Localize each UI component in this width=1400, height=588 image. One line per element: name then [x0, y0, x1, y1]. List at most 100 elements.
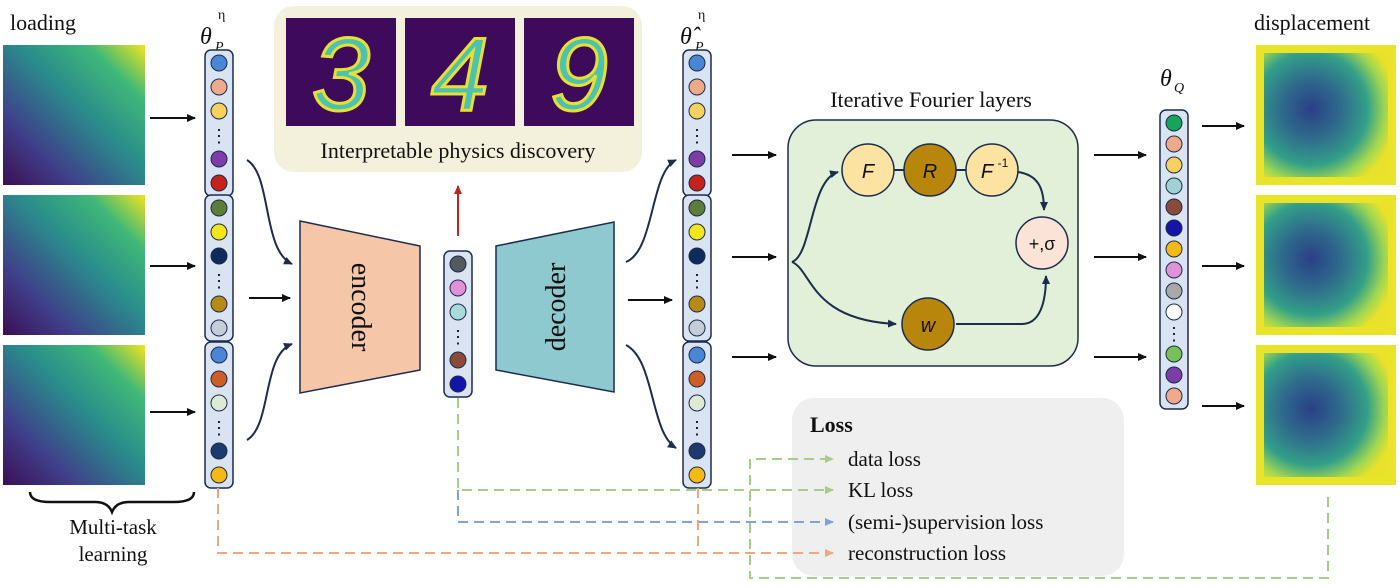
vector-ellipsis: ⋮ [688, 271, 706, 291]
encoder-block [299, 220, 421, 394]
vector-element [688, 78, 706, 96]
multi-task-label-line2: learning [79, 542, 148, 566]
vector-ellipsis: ⋮ [210, 271, 228, 291]
interpretable-physics-label: Interpretable physics discovery [321, 138, 596, 163]
vector-element [210, 174, 228, 192]
theta-p-hat-vector-2: ⋮ [682, 194, 712, 342]
vector-element [210, 346, 228, 364]
dashed-data-loss [749, 455, 1329, 579]
loading-field-2 [3, 195, 145, 335]
vector-element [210, 442, 228, 460]
vector-element [688, 466, 706, 484]
fourier-node-W: w [901, 297, 955, 351]
arrow-w-sum [956, 275, 1050, 325]
vector-ellipsis: ⋮ [688, 126, 706, 146]
vector-container [204, 194, 234, 342]
vector-element [688, 295, 706, 313]
vector-element [210, 102, 228, 120]
vector-container [443, 250, 473, 398]
decoder-label: decoder [541, 262, 572, 351]
svg-text:+,σ: +,σ [1029, 234, 1056, 254]
vector-container [682, 49, 712, 197]
displacement-field-3 [1256, 345, 1396, 485]
fourier-node-F: F [841, 143, 895, 197]
displacement-title: displacement [1254, 10, 1370, 35]
vector-element [688, 174, 706, 192]
displacement-field-2 [1256, 195, 1396, 335]
svg-text:η: η [218, 8, 225, 23]
loss-item-data: data loss [848, 447, 921, 471]
loss-title: Loss [810, 412, 853, 437]
loading-field-3 [3, 345, 145, 485]
vector-element [210, 295, 228, 313]
vector-element [688, 370, 706, 388]
theta-p-vector-2: ⋮ [204, 194, 234, 342]
vector-element [688, 442, 706, 460]
arrow-decoder-phat3 [625, 344, 677, 449]
digit-image-4: 4 [405, 16, 515, 135]
theta-q-vector: ⋮ [1159, 109, 1189, 410]
theta-p-label: θ P η [200, 8, 225, 55]
dashed-supervision-loss [457, 490, 834, 526]
dashed-reconstruction-loss-p [217, 488, 834, 557]
multi-task-label-line1: Multi-task [69, 515, 157, 539]
vector-element [449, 303, 467, 321]
vector-element [1165, 303, 1183, 321]
vector-container [682, 341, 712, 489]
vector-element [210, 370, 228, 388]
vector-element [1165, 219, 1183, 237]
vector-element [688, 247, 706, 265]
arrow-finv-sum [1017, 171, 1048, 211]
loading-field-1 [3, 45, 145, 185]
fourier-node-R: R [903, 143, 957, 197]
vector-ellipsis: ⋮ [210, 126, 228, 146]
vector-container [1159, 109, 1189, 410]
vector-element [1165, 135, 1183, 153]
vector-element [688, 150, 706, 168]
vector-element [688, 199, 706, 217]
svg-text:P: P [214, 40, 224, 55]
vector-element [210, 54, 228, 72]
svg-text:P: P [694, 40, 704, 55]
loss-item-reconstruction: reconstruction loss [848, 541, 1006, 565]
vector-ellipsis: ⋮ [449, 327, 467, 347]
dashed-kl-loss [457, 398, 834, 494]
theta-p-vector-3: ⋮ [204, 341, 234, 489]
svg-text:3: 3 [312, 17, 370, 133]
vector-element [688, 346, 706, 364]
vector-container [204, 49, 234, 197]
svg-text:η: η [698, 8, 705, 23]
vector-element [449, 279, 467, 297]
vector-element [1165, 345, 1183, 363]
vector-element [210, 466, 228, 484]
vector-element [688, 102, 706, 120]
vector-element [449, 255, 467, 273]
svg-text:R: R [923, 161, 937, 183]
loss-item-kl: KL loss [848, 478, 913, 502]
vector-element [1165, 366, 1183, 384]
fourier-split-lower [791, 261, 897, 328]
vector-element [1165, 156, 1183, 174]
theta-q-label: θ Q [1160, 66, 1184, 96]
vector-element [688, 223, 706, 241]
vector-element [1165, 198, 1183, 216]
fourier-node-sum-activation: +,σ [1015, 216, 1069, 270]
vector-element [688, 319, 706, 337]
vector-element [449, 351, 467, 369]
vector-element [210, 247, 228, 265]
svg-text:4: 4 [431, 17, 489, 133]
loading-title: loading [10, 10, 76, 35]
vector-element [210, 319, 228, 337]
encoder-label: encoder [345, 263, 376, 352]
vector-element [210, 223, 228, 241]
vector-ellipsis: ⋮ [688, 418, 706, 438]
svg-text:θ: θ [1160, 66, 1172, 92]
loss-item-supervision: (semi-)supervision loss [848, 510, 1043, 534]
vector-element [210, 394, 228, 412]
theta-p-hat-vector-1: ⋮ [682, 49, 712, 197]
vector-ellipsis: ⋮ [1165, 324, 1183, 344]
vector-element [688, 394, 706, 412]
digit-image-3: 3 [286, 16, 396, 135]
vector-element [1165, 114, 1183, 132]
